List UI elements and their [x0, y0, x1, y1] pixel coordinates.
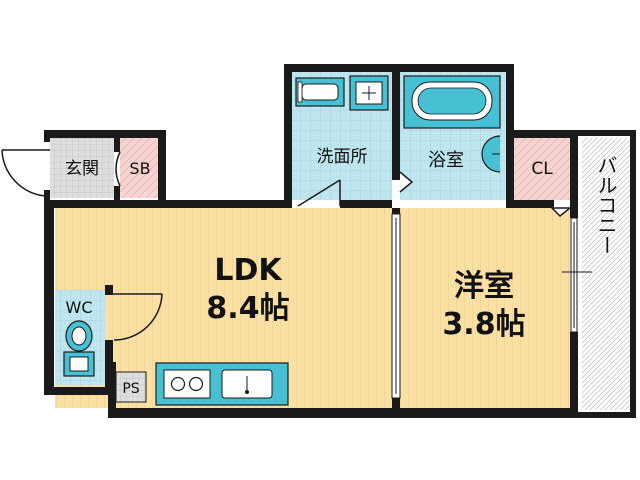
closet-label: CL [531, 159, 553, 179]
western-room-size-label: 3.8帖 [442, 307, 525, 342]
washroom-door [297, 179, 341, 207]
closet-floor [514, 138, 570, 200]
ldk-size-label: 8.4帖 [206, 291, 289, 326]
front-door-swing [1, 149, 50, 197]
entrance-label: 玄関 [65, 159, 99, 179]
closet-door [550, 207, 573, 218]
balcony-label: バルコニー [594, 155, 618, 255]
ldk-name-label: LDK [214, 253, 283, 288]
entrance-floor [50, 138, 114, 198]
pipe-space-box [115, 371, 147, 403]
shower-icon [481, 135, 501, 173]
kitchen-counter [155, 362, 289, 406]
washroom-label: 洗面所 [317, 147, 368, 167]
bathroom-label: 浴室 [428, 150, 464, 171]
pipe-space-label: PS [122, 381, 139, 397]
washing-machine-pan [349, 75, 389, 111]
western-room-name-label: 洋室 [454, 269, 514, 304]
shoe-box-label: SB [129, 159, 150, 178]
sliding-door [391, 213, 401, 399]
toilet-label: WC [66, 298, 93, 317]
shoe-box-floor [120, 138, 158, 198]
toilet-icon [63, 320, 95, 377]
balcony-floor [582, 138, 632, 410]
toilet-door-swing [112, 293, 163, 341]
bathtub [403, 75, 501, 129]
western-room-floor [400, 208, 570, 408]
walls [44, 64, 636, 418]
wash-basin [295, 77, 345, 107]
